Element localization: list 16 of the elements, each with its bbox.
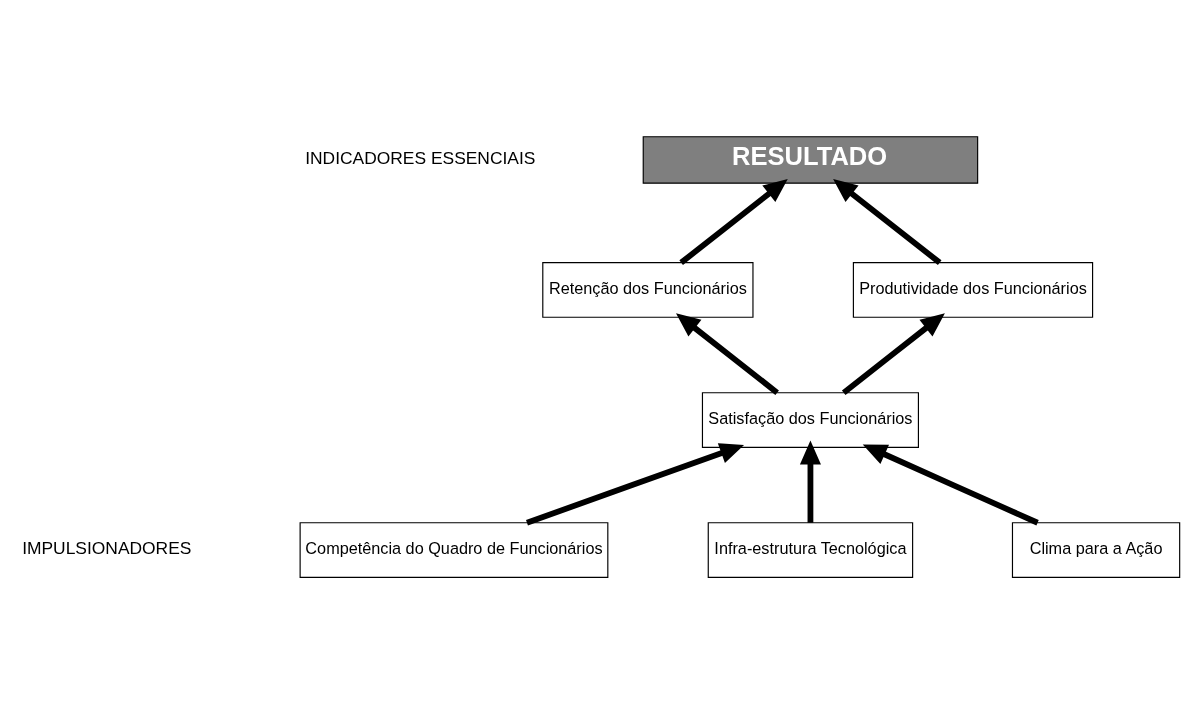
arrow xyxy=(526,442,745,525)
node-box: Retenção dos Funcionários xyxy=(542,261,754,318)
node-box: Competência do Quadro de Funcionários xyxy=(299,521,609,578)
arrow xyxy=(862,444,1039,525)
arrow xyxy=(679,178,788,265)
node-box: Clima para a Ação xyxy=(1011,521,1181,578)
arrow xyxy=(676,312,779,395)
label: IMPULSIONADORES xyxy=(22,537,192,558)
node-box: RESULTADO xyxy=(642,135,979,184)
node-box: Produtividade dos Funcionários xyxy=(852,261,1094,318)
arrow xyxy=(833,178,942,265)
node-box: Infra-estrutura Tecnológica xyxy=(707,521,914,578)
node-box: Satisfação dos Funcionários xyxy=(701,391,919,448)
arrow xyxy=(799,440,821,523)
label: INDICADORES ESSENCIAIS xyxy=(305,147,536,168)
arrow xyxy=(841,312,945,395)
